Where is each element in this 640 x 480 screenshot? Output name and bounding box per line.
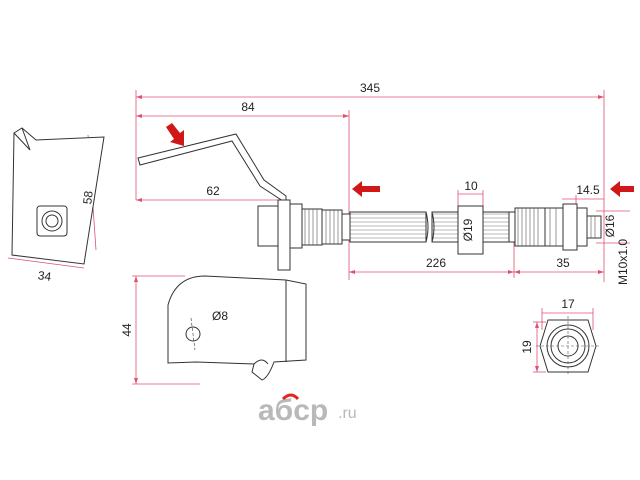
mounting-bracket (11, 127, 105, 265)
dim-bracket-height: 58 (80, 190, 95, 205)
dim-bracket-offset-top: 84 (241, 100, 255, 114)
dim-bracket-offset-low: 62 (206, 184, 220, 198)
hose-assembly (257, 199, 602, 271)
dim-clip-height: 44 (120, 323, 134, 337)
dim-mid-clip-width: 10 (464, 179, 478, 193)
dimension-arrowheads (134, 95, 604, 384)
hole-centerline (190, 317, 196, 351)
direction-arrows (166, 123, 634, 197)
arrow-down-right-icon (166, 123, 184, 146)
logo-brand: aбcp (258, 394, 328, 427)
dim-total-length: 345 (360, 81, 380, 95)
logo-accent-icon (281, 393, 300, 401)
nut-centerlines (536, 316, 600, 376)
dim-end-diameter: Ø16 (603, 214, 617, 237)
abcp-watermark: aбcp .ru (258, 393, 357, 427)
dim-mid-clip-diameter: Ø19 (461, 218, 475, 241)
logo-tld: .ru (338, 405, 357, 422)
dimension-labels: 345 84 62 226 35 10 14.5 Ø19 Ø16 M10x1.0… (37, 81, 630, 354)
dim-thread: M10x1.0 (616, 239, 630, 285)
dim-nut-width: 17 (561, 297, 575, 311)
dim-hole-diameter: Ø8 (212, 309, 228, 323)
hose-clip (167, 275, 307, 381)
dim-end-fitting-length: 35 (556, 256, 570, 270)
hose-ribbing (304, 208, 596, 246)
arrow-left-icon (610, 181, 634, 197)
dim-hose-length: 226 (426, 256, 446, 270)
abcp-logo: aбcp .ru (258, 393, 357, 427)
dim-bracket-width: 34 (37, 268, 52, 284)
arrow-left-icon (352, 181, 380, 197)
dim-nut-height: 19 (520, 340, 534, 354)
dim-end-hex-width: 14.5 (576, 183, 600, 197)
